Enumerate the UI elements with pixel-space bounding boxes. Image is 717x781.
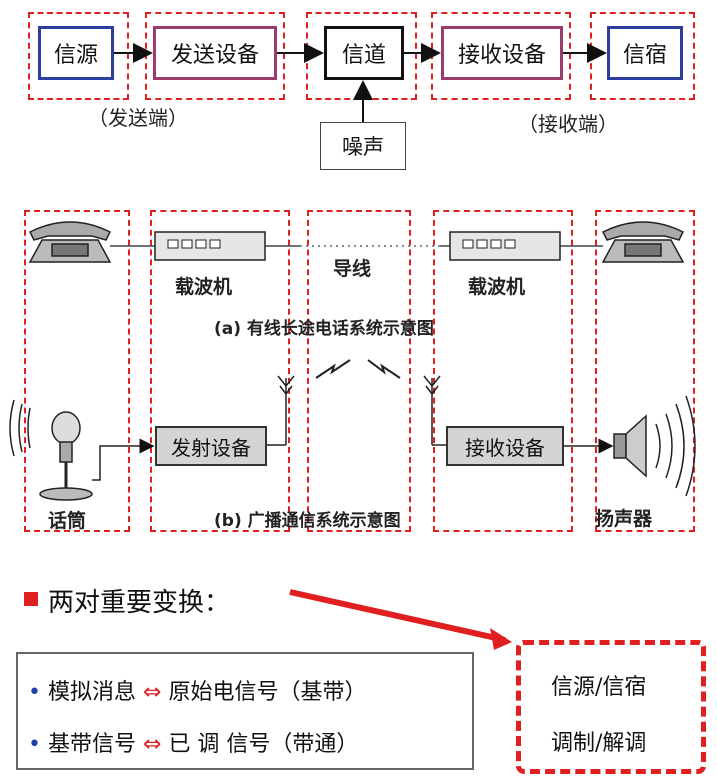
bullet-dot-icon: • bbox=[28, 680, 48, 705]
double-arrow-icon: ⇔ bbox=[143, 680, 162, 705]
broadcast-caption: (b) 广播通信系统示意图 bbox=[214, 511, 401, 531]
item1-left-text: 模拟消息 bbox=[47, 680, 136, 705]
broadcast-transmitter-box: 发射设备 bbox=[155, 426, 267, 466]
radio-wave-right-icon bbox=[367, 359, 401, 379]
transform-list-box: • 模拟消息 ⇔ 原始电信号（基带） • 基带信号 ⇔ 已 调 信号（带通） bbox=[16, 652, 474, 770]
microphone-icon bbox=[9, 399, 93, 501]
item2-left-text: 基带信号 bbox=[47, 732, 136, 757]
radio-wave-left-icon bbox=[315, 359, 351, 379]
dashed-frame-carrier-right bbox=[433, 210, 573, 532]
telephone-right-icon bbox=[601, 221, 685, 263]
telephone-left-icon bbox=[28, 221, 112, 263]
bullet-dot-icon: • bbox=[28, 732, 48, 757]
item2-right-text: 已 调 信号（带通） bbox=[168, 732, 359, 757]
double-arrow-icon: ⇔ bbox=[143, 732, 162, 757]
red-pointer-arrow bbox=[289, 589, 506, 643]
carrier-left-label: 载波机 bbox=[175, 276, 233, 298]
transform-item-1: • 模拟消息 ⇔ 原始电信号（基带） bbox=[28, 674, 366, 706]
wire-label: 导线 bbox=[333, 258, 372, 280]
carrier-left-icon bbox=[154, 231, 266, 261]
dashed-frame-phone-left bbox=[24, 210, 130, 532]
antenna-right-icon bbox=[423, 375, 446, 446]
receiver-box: 接收设备 bbox=[441, 26, 563, 80]
receive-end-label: （接收端） bbox=[518, 112, 618, 136]
antenna-left-icon bbox=[266, 375, 295, 446]
dashed-frame-carrier-left bbox=[150, 210, 290, 532]
carrier-right-icon bbox=[449, 231, 561, 261]
pair-1-text: 信源/信宿 bbox=[551, 675, 647, 700]
dashed-frame-phone-right bbox=[595, 210, 695, 532]
carrier-right-label: 载波机 bbox=[468, 276, 526, 298]
broadcast-receiver-box: 接收设备 bbox=[446, 426, 564, 466]
channel-box: 信道 bbox=[324, 26, 404, 80]
transmitter-box: 发送设备 bbox=[153, 26, 277, 80]
item1-right-text: 原始电信号（基带） bbox=[168, 680, 367, 705]
speaker-label: 扬声器 bbox=[595, 508, 653, 530]
wired-caption: (a) 有线长途电话系统示意图 bbox=[214, 319, 434, 339]
microphone-label: 话筒 bbox=[48, 510, 87, 532]
transmit-end-label: （发送端） bbox=[88, 106, 188, 130]
transform-title: 两对重要变换： bbox=[48, 588, 231, 618]
pair-highlight-box: 信源/信宿 调制/解调 bbox=[516, 640, 706, 774]
source-box: 信源 bbox=[38, 26, 114, 80]
speaker-icon bbox=[613, 395, 696, 497]
transform-item-2: • 基带信号 ⇔ 已 调 信号（带通） bbox=[28, 726, 358, 758]
dashed-frame-wire bbox=[307, 210, 411, 532]
pair-2-text: 调制/解调 bbox=[551, 731, 647, 756]
red-square-bullet-icon bbox=[24, 592, 38, 606]
sink-box: 信宿 bbox=[607, 26, 683, 80]
dashed-frame-source bbox=[28, 12, 129, 100]
noise-box: 噪声 bbox=[320, 122, 406, 170]
